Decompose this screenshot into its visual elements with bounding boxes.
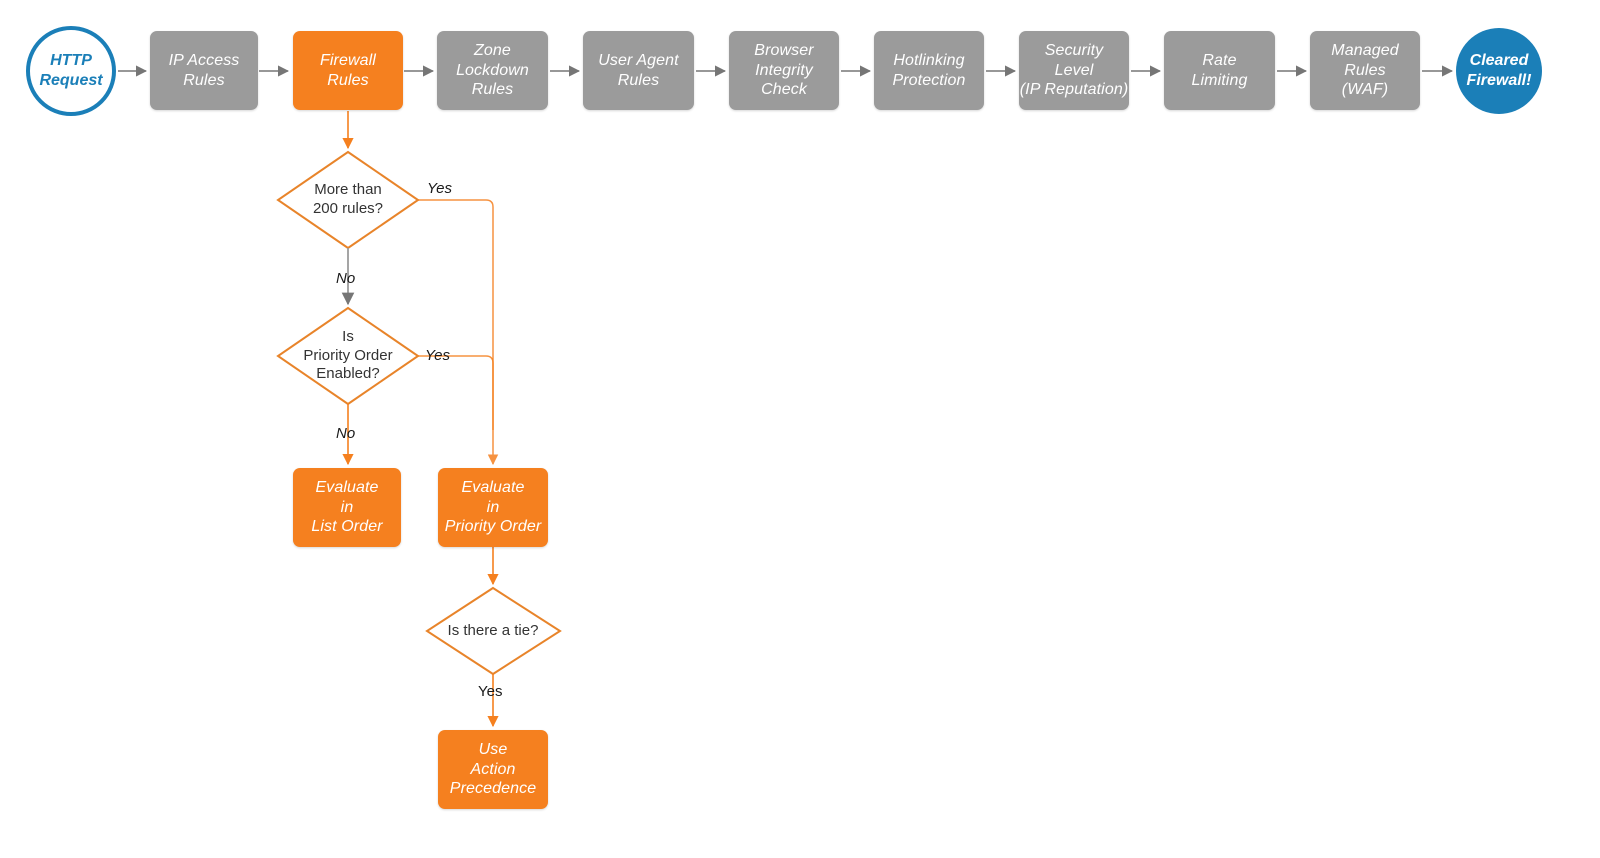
process-node-rate-limiting[interactable]: Rate Limiting bbox=[1164, 31, 1275, 110]
process-node-user-agent-rules[interactable]: User Agent Rules bbox=[583, 31, 694, 110]
decision-label-is-there-a-tie[interactable]: Is there a tie? bbox=[447, 621, 539, 639]
process-node-zone-lockdown-rules[interactable]: Zone Lockdown Rules bbox=[437, 31, 548, 110]
end-node-cleared-firewall[interactable]: Cleared Firewall! bbox=[1456, 28, 1542, 114]
edge-label-priority-order-yes: Yes bbox=[425, 347, 451, 364]
outcome-node-evaluate-in-priority-order[interactable]: Evaluate in Priority Order bbox=[438, 468, 548, 547]
connector-decision1-yes-to-priority-order bbox=[418, 199, 499, 466]
connector-decision2-yes-to-priority-order bbox=[418, 355, 494, 430]
process-node-hotlinking-protection[interactable]: Hotlinking Protection bbox=[874, 31, 984, 110]
edge-label-more-than-200-yes: Yes bbox=[427, 180, 453, 197]
process-node-security-level-ip-reputation[interactable]: Security Level (IP Reputation) bbox=[1019, 31, 1129, 110]
process-node-managed-rules-waf[interactable]: Managed Rules (WAF) bbox=[1310, 31, 1420, 110]
edge-label-tie-yes: Yes bbox=[478, 683, 503, 700]
process-node-browser-integrity-check[interactable]: Browser Integrity Check bbox=[729, 31, 839, 110]
edge-label-more-than-200-no: No bbox=[336, 270, 356, 287]
process-node-firewall-rules[interactable]: Firewall Rules bbox=[293, 31, 403, 110]
process-node-ip-access-rules[interactable]: IP Access Rules bbox=[150, 31, 258, 110]
edge-label-priority-order-no: No bbox=[336, 425, 356, 442]
decision-label-more-than-200-rules[interactable]: More than 200 rules? bbox=[312, 181, 384, 217]
outcome-node-use-action-precedence[interactable]: Use Action Precedence bbox=[438, 730, 548, 809]
start-node-http-request[interactable]: HTTP Request bbox=[26, 26, 116, 116]
outcome-node-evaluate-in-list-order[interactable]: Evaluate in List Order bbox=[293, 468, 401, 547]
decision-label-is-priority-order-enabled[interactable]: Is Priority Order Enabled? bbox=[303, 327, 393, 383]
